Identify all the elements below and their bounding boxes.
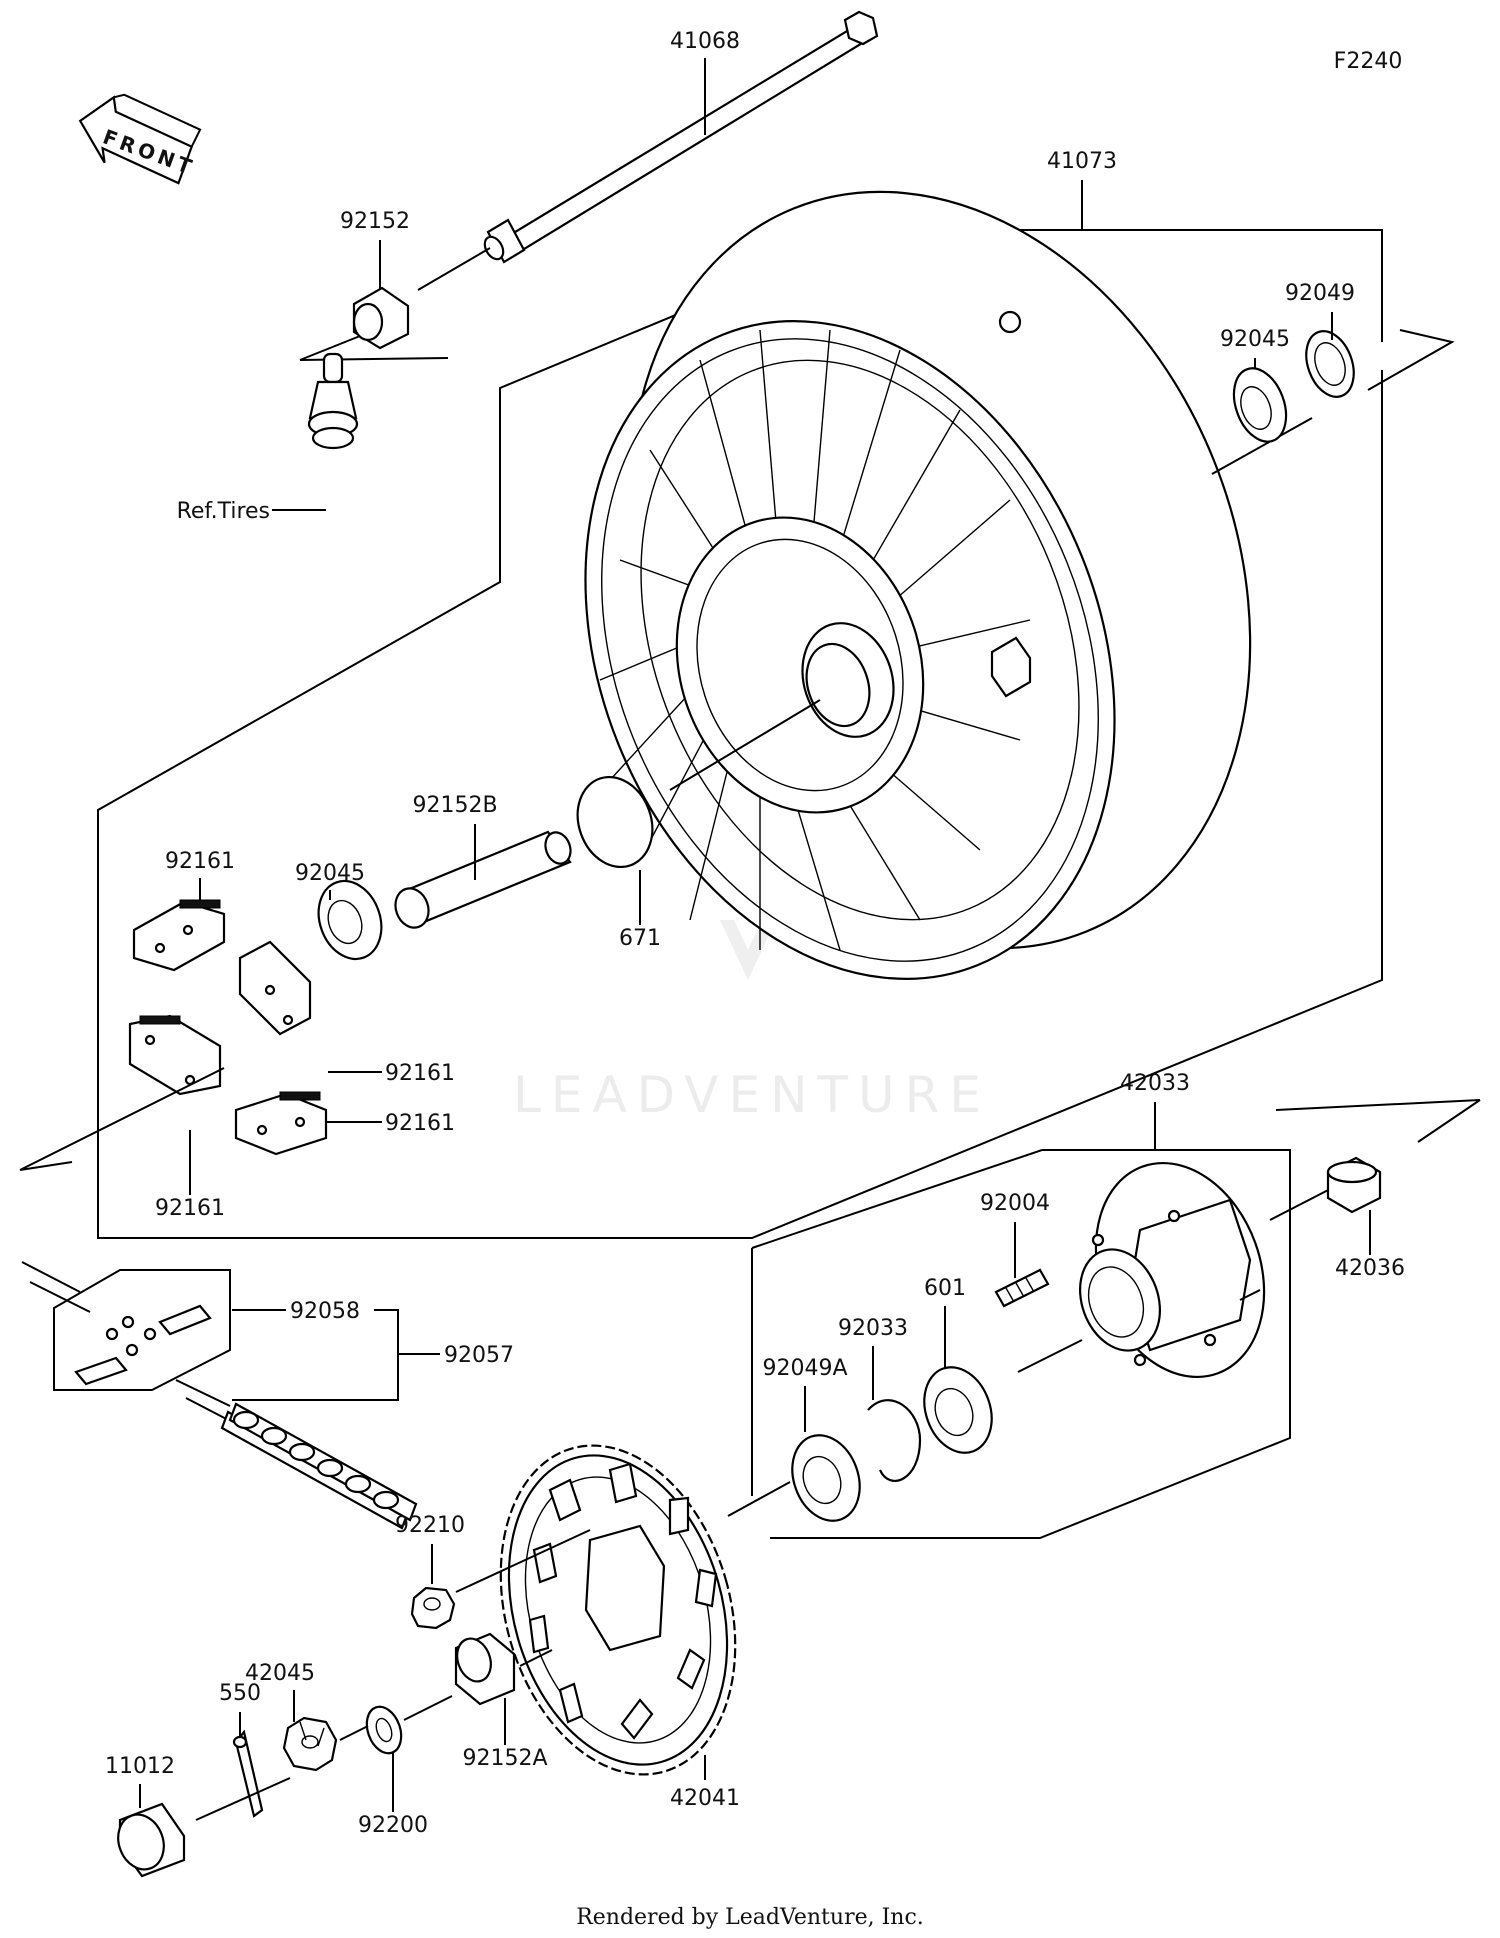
bearing-92045-mid [317, 879, 383, 961]
o-ring-671 [576, 775, 654, 869]
label-92161-d: 92161 [155, 1196, 225, 1221]
label-550: 550 [219, 1681, 261, 1706]
stud-92004 [994, 1268, 1050, 1308]
label-92057: 92057 [444, 1343, 514, 1368]
label-92058: 92058 [290, 1299, 360, 1324]
label-92161-a: 92161 [165, 849, 235, 874]
watermark: LEADVENTURE [513, 880, 991, 1124]
label-92152A: 92152A [462, 1746, 547, 1771]
oil-seal-92049 [1305, 330, 1355, 398]
nut-92210 [410, 1586, 456, 1630]
label-601: 601 [924, 1276, 966, 1301]
label-41068: 41068 [670, 29, 740, 54]
collar-92152A [454, 1632, 516, 1706]
label-42036: 42036 [1335, 1256, 1405, 1281]
circlip-92033 [867, 1399, 922, 1482]
label-92049: 92049 [1285, 281, 1355, 306]
watermark-text: LEADVENTURE [513, 1066, 991, 1124]
label-41073: 41073 [1047, 149, 1117, 174]
collar-92152B [394, 830, 572, 929]
collar-42036 [1326, 1156, 1382, 1214]
cap-11012 [117, 1802, 186, 1878]
front-arrow-icon: FRONT [78, 93, 202, 185]
rear-sprocket [499, 1444, 737, 1776]
label-92210: 92210 [395, 1513, 465, 1538]
label-42045: 42045 [245, 1661, 315, 1686]
label-ref-tires: Ref.Tires [177, 499, 270, 524]
hub-group-frame [751, 1149, 1291, 1539]
label-42041: 42041 [670, 1786, 740, 1811]
rendered-by-footer: Rendered by LeadVenture, Inc. [576, 1905, 924, 1930]
dampers-92161 [19, 899, 328, 1171]
oil-seal-92049A [791, 1434, 861, 1522]
label-11012: 11012 [105, 1754, 175, 1779]
castle-nut-42045 [282, 1716, 338, 1772]
figure-id: F2240 [1334, 49, 1403, 74]
drive-chain [21, 1261, 418, 1530]
label-92049A: 92049A [762, 1356, 847, 1381]
tire-valve [307, 352, 359, 450]
label-42033: 42033 [1120, 1071, 1190, 1096]
bearing-601 [923, 1366, 993, 1454]
washer-92200 [365, 1705, 403, 1755]
sprocket-hub [1017, 1161, 1337, 1379]
label-671: 671 [619, 926, 661, 951]
label-92161-c: 92161 [385, 1111, 455, 1136]
collar-92152 [299, 286, 449, 361]
bearing-92045-top [1232, 367, 1288, 443]
label-92045-mid: 92045 [295, 861, 365, 886]
label-92152B: 92152B [412, 793, 497, 818]
label-92152: 92152 [340, 209, 410, 234]
rear-wheel [584, 190, 1252, 980]
label-92033: 92033 [838, 1316, 908, 1341]
cotter-pin-550 [232, 1729, 264, 1818]
label-92004: 92004 [980, 1191, 1050, 1216]
label-92045-top: 92045 [1220, 327, 1290, 352]
label-92200: 92200 [358, 1813, 428, 1838]
label-92161-b: 92161 [385, 1061, 455, 1086]
axle [417, 10, 879, 291]
